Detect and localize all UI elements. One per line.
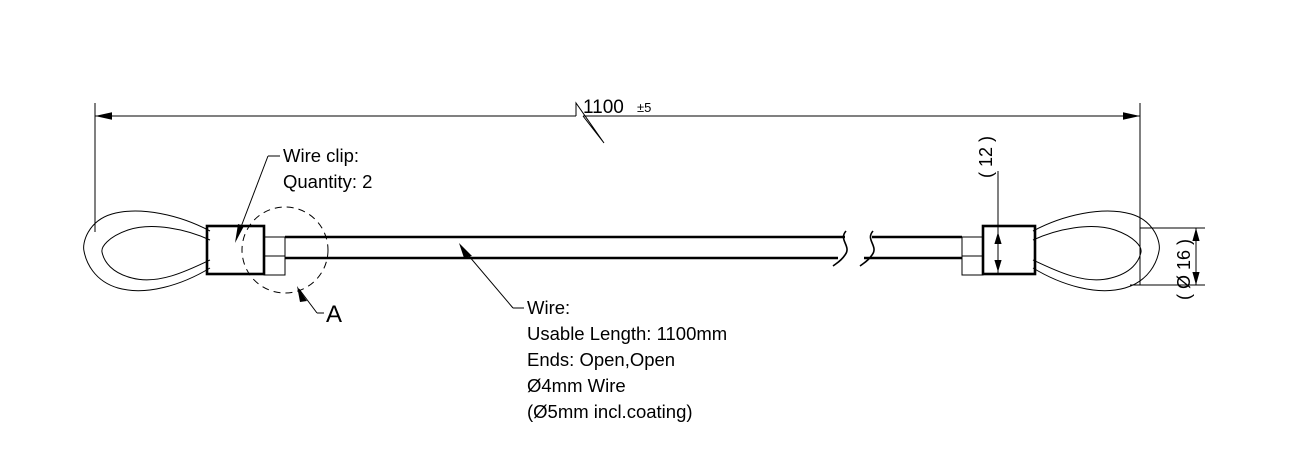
left-ferrule-lower (263, 255, 286, 276)
detail-callout-label: A (326, 301, 342, 328)
wire-clip-label-line1: Wire clip: (283, 145, 359, 166)
wire-body-right (864, 235, 963, 260)
detail-leader-arrowhead (297, 286, 307, 302)
overall-length-dimension: 1100 ±5 (94, 97, 1141, 285)
wire-clip-annotation: Wire clip: Quantity: 2 (235, 145, 372, 243)
wire-body-left (284, 235, 845, 260)
break-curve-left (832, 230, 848, 267)
right-ferrule-upper (961, 236, 984, 257)
right-wire-clip (981, 224, 1037, 276)
wire-clip-label-line2: Quantity: 2 (283, 171, 372, 192)
left-loop-inner-strand (101, 226, 211, 281)
left-wire-loop (83, 210, 211, 292)
loop-dim-arrowhead-top (1192, 228, 1200, 241)
clip-width-dimension: ( 12 ) (976, 136, 1002, 275)
right-ferrule (961, 236, 984, 276)
clip-width-arrowhead-top (994, 232, 1002, 244)
right-loop-inner-strand (1032, 226, 1142, 281)
dimension-arrowhead-left (95, 112, 112, 120)
left-ferrule-upper (263, 236, 286, 257)
wire-note-line2: Usable Length: 1100mm (527, 323, 727, 344)
right-loop-outer-strand (1032, 210, 1160, 292)
detail-leader-line (298, 288, 318, 314)
overall-length-tolerance: ±5 (637, 100, 651, 115)
wire-clip-leader-arrowhead (235, 224, 244, 243)
left-wire-clip (205, 224, 266, 276)
break-curve-right (859, 230, 875, 267)
wire-note-line4: Ø4mm Wire (527, 375, 626, 396)
wire-annotation: Wire: Usable Length: 1100mm Ends: Open,O… (459, 243, 727, 422)
clip-width-arrowhead-bottom (994, 260, 1002, 272)
wire-leader-arrowhead (459, 243, 472, 258)
dimension-break-symbol (575, 101, 605, 144)
wire-note-line5: (Ø5mm incl.coating) (527, 401, 693, 422)
detail-circle-outline (241, 206, 329, 294)
loop-dim-arrowhead-bottom (1192, 272, 1200, 285)
loop-diameter-value: ( Ø 16 ) (1174, 239, 1194, 300)
left-ferrule (263, 236, 286, 276)
wire-leader-line (462, 248, 514, 309)
overall-length-value: 1100 (583, 97, 624, 118)
wire-note-line3: Ends: Open,Open (527, 349, 675, 370)
left-loop-outer-strand (83, 210, 211, 292)
wire-break-symbol (832, 230, 875, 267)
right-ferrule-lower (961, 255, 984, 276)
dimension-arrowhead-right (1123, 112, 1140, 120)
clip-width-value: ( 12 ) (976, 136, 996, 178)
loop-diameter-dimension: ( Ø 16 ) (1130, 227, 1205, 300)
wire-note-line1: Wire: (527, 297, 570, 318)
left-clip-body (205, 224, 266, 276)
detail-circle-a: A (241, 206, 342, 328)
right-wire-loop (1032, 210, 1160, 292)
right-clip-body (981, 224, 1037, 276)
